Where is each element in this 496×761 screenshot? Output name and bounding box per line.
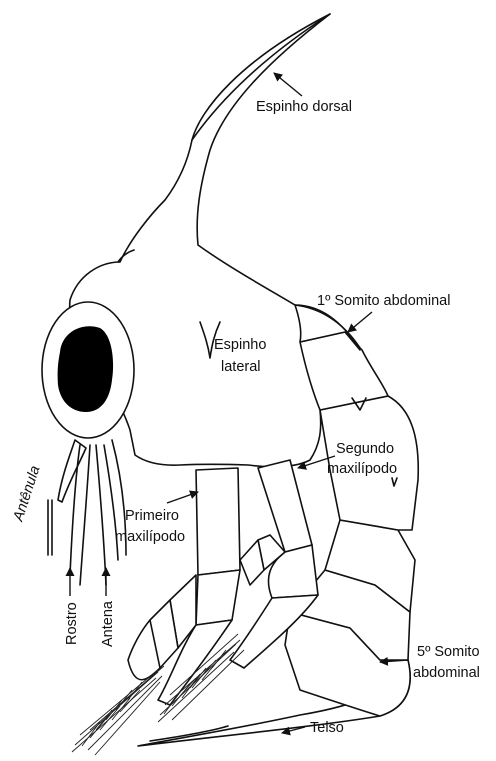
label-antena: Antena xyxy=(100,600,116,647)
antena-shape xyxy=(96,440,126,585)
arrow-somito1 xyxy=(348,312,372,332)
antenula-shape xyxy=(58,440,86,502)
label-somito5-1: 5º Somito xyxy=(417,644,480,660)
label-antenula: Antênula xyxy=(10,464,43,524)
label-segundo-2: maxilípodo xyxy=(327,461,397,477)
arrow-primeiro xyxy=(167,492,198,503)
label-somito5-2: abdominal xyxy=(413,665,480,681)
label-segundo-1: Segundo xyxy=(336,441,394,457)
eye-pupil xyxy=(58,326,113,412)
arrow-espinho-dorsal xyxy=(274,73,302,96)
label-somito1: 1º Somito abdominal xyxy=(317,293,450,309)
label-espinho-dorsal: Espinho dorsal xyxy=(256,99,352,115)
primeiro-maxilipodo-seg2 xyxy=(196,570,240,625)
label-telso: Telso xyxy=(310,720,344,736)
label-espinho-lateral-2: lateral xyxy=(221,359,261,375)
label-primeiro-2: maxilípodo xyxy=(115,529,185,545)
label-primeiro-1: Primeiro xyxy=(125,508,179,524)
label-espinho-lateral-1: Espinho xyxy=(214,337,266,353)
label-rostro: Rostro xyxy=(64,602,80,645)
primeiro-maxilipodo-base xyxy=(196,468,240,575)
antenula-rod xyxy=(48,500,52,555)
